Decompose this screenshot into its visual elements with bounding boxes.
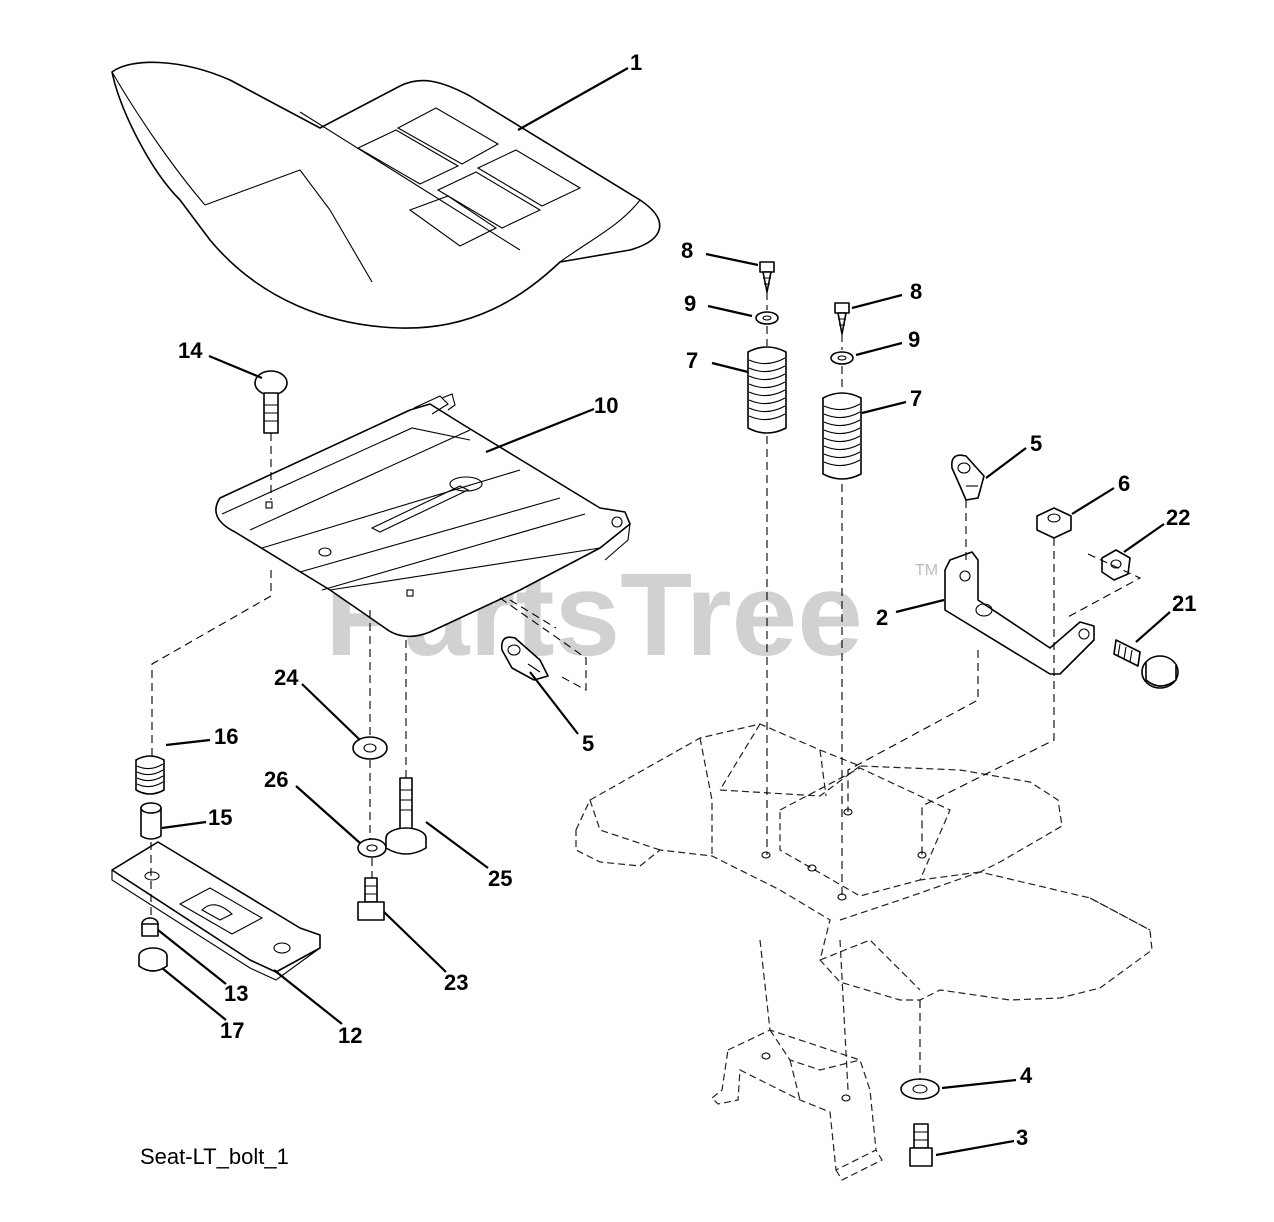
part-spacer[interactable]: [140, 802, 162, 840]
callout-24: 24: [274, 665, 299, 690]
callout-2: 2: [876, 605, 888, 630]
callout-25: 25: [488, 866, 512, 891]
callout-22: 22: [1166, 505, 1190, 530]
callout-4: 4: [1020, 1063, 1033, 1088]
callout-7a: 7: [686, 348, 698, 373]
callout-9b: 9: [908, 327, 920, 352]
callout-5a: 5: [582, 731, 594, 756]
callout-7b: 7: [910, 386, 922, 411]
part-screw-8a[interactable]: [759, 261, 775, 293]
callout-21: 21: [1172, 591, 1196, 616]
callout-10: 10: [594, 393, 618, 418]
chassis-frame-ghost: [575, 723, 1153, 1181]
watermark-tm: TM: [915, 562, 938, 579]
part-bracket-2[interactable]: [944, 551, 1095, 675]
diagram-caption: Seat-LT_bolt_1: [140, 1144, 289, 1169]
part-screw-8b[interactable]: [834, 302, 850, 335]
part-washer-9b[interactable]: [830, 351, 854, 365]
part-washer-24[interactable]: [352, 736, 388, 760]
part-seat-pan[interactable]: [215, 393, 631, 638]
part-clip-right[interactable]: [950, 454, 985, 501]
part-spring-small[interactable]: [135, 755, 165, 795]
callout-15: 15: [208, 805, 232, 830]
part-bracket-plate[interactable]: [111, 841, 321, 981]
callout-1: 1: [630, 50, 642, 75]
callout-12: 12: [338, 1023, 362, 1048]
callout-23: 23: [444, 970, 468, 995]
part-washer-9a[interactable]: [755, 311, 779, 325]
part-spring-7b[interactable]: [822, 392, 862, 480]
part-shoulder-bolt[interactable]: [385, 777, 427, 855]
part-bolt-23[interactable]: [357, 877, 385, 921]
callout-8a: 8: [681, 238, 693, 263]
part-spring-7a[interactable]: [747, 346, 787, 434]
callout-14: 14: [178, 338, 203, 363]
callout-8b: 8: [910, 279, 922, 304]
part-lockwasher-26[interactable]: [357, 838, 387, 858]
callout-16: 16: [214, 724, 238, 749]
callout-13: 13: [224, 981, 248, 1006]
part-bolt-3[interactable]: [909, 1123, 933, 1167]
callout-6: 6: [1118, 471, 1130, 496]
callout-labels: 1 10 14 8 9 7 8 9 7 5 6 22 21 2 5 24 16 …: [178, 50, 1196, 1150]
part-nut-6[interactable]: [1036, 507, 1072, 539]
part-bolt-21[interactable]: [1113, 639, 1179, 689]
callout-17: 17: [220, 1018, 244, 1043]
part-seat[interactable]: [111, 61, 661, 329]
callout-26: 26: [264, 767, 288, 792]
part-carriage-bolt[interactable]: [254, 370, 288, 434]
callout-5b: 5: [1030, 431, 1042, 456]
part-washer-4[interactable]: [900, 1078, 940, 1100]
callout-9a: 9: [684, 291, 696, 316]
part-clip-left[interactable]: [500, 636, 549, 681]
part-nut-22[interactable]: [1101, 549, 1131, 581]
callout-3: 3: [1016, 1125, 1028, 1150]
leader-lines: [157, 67, 1171, 1157]
alignment-lines: [150, 292, 1142, 1080]
part-locknut-17[interactable]: [138, 947, 168, 972]
part-nut-13[interactable]: [141, 917, 159, 937]
